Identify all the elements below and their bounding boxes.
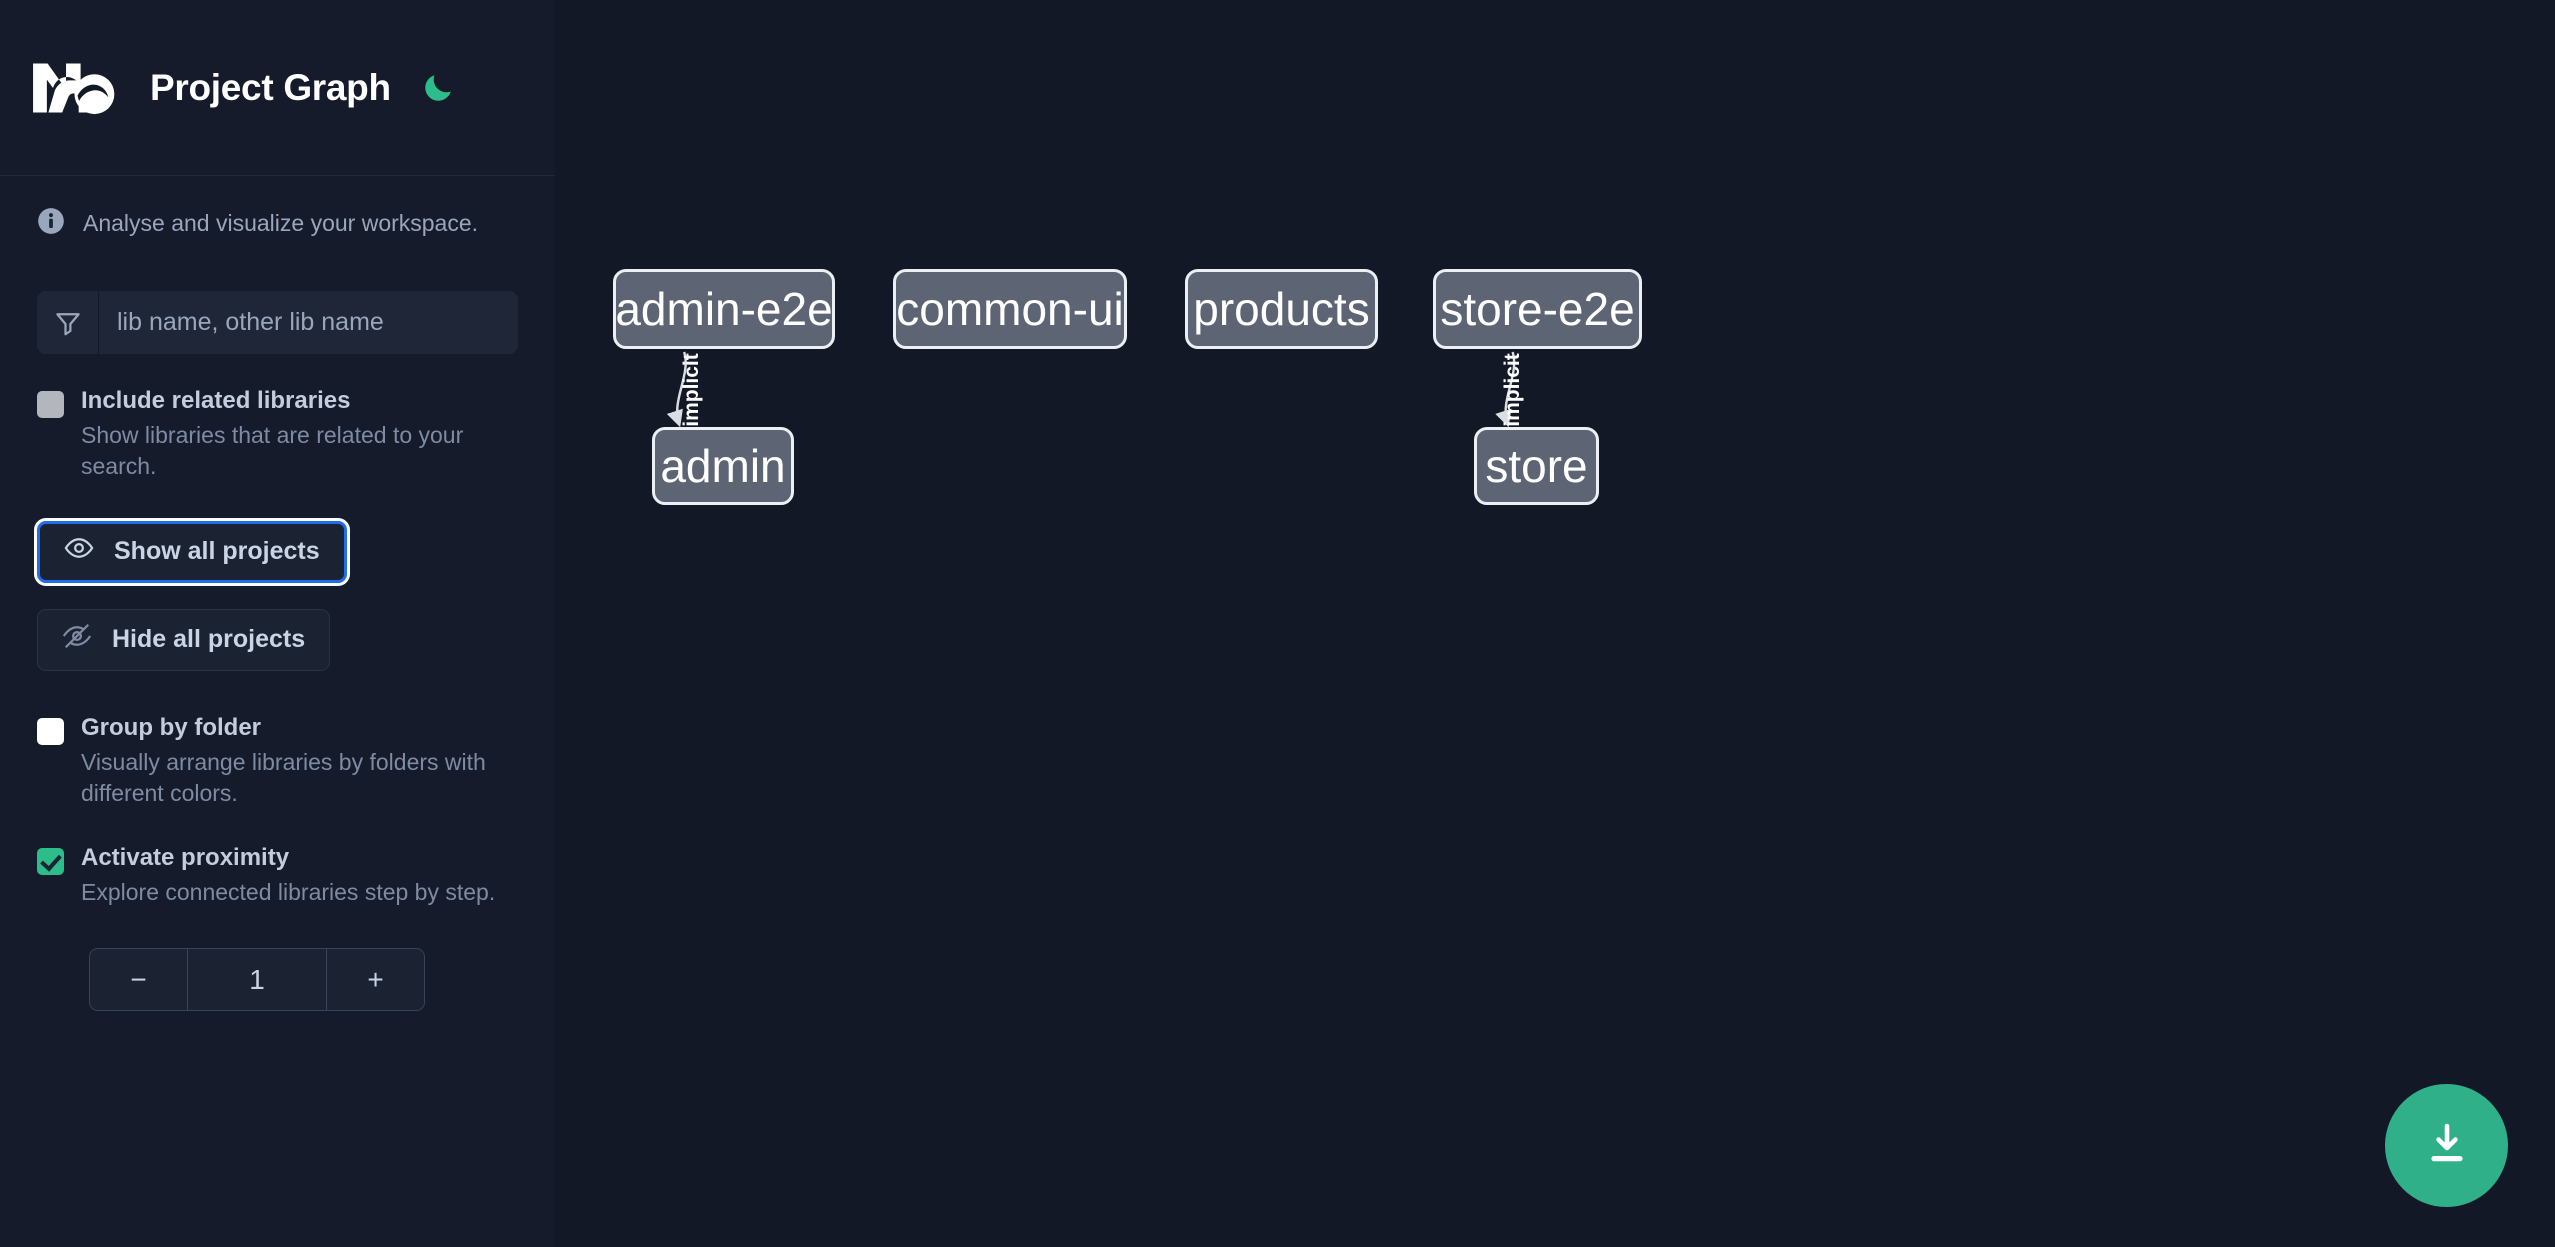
graph-node-store[interactable]: store [1474, 427, 1599, 505]
sidebar-body: Analyse and visualize your workspace. In… [0, 176, 555, 1012]
proximity-stepper[interactable]: − 1 + [89, 948, 425, 1012]
graph-canvas[interactable]: implicit implicit admin-e2e common-ui pr… [555, 0, 2555, 1247]
show-all-projects-button[interactable]: Show all projects [34, 517, 350, 586]
option-label: Group by folder [81, 713, 261, 741]
download-graph-button[interactable] [2385, 1084, 2508, 1207]
hide-all-projects-button[interactable]: Hide all projects [37, 608, 331, 671]
moon-icon[interactable] [417, 67, 459, 109]
option-label: Activate proximity [81, 844, 290, 872]
workspace-description: Analyse and visualize your workspace. [37, 176, 518, 271]
sidebar: Project Graph Analyse and visualize your… [0, 0, 555, 1247]
stepper-increment-button[interactable]: + [326, 949, 424, 1011]
eye-off-icon [62, 621, 92, 658]
option-group-by-folder[interactable]: Group by folder Visually arrange librari… [37, 713, 518, 810]
activate-proximity-checkbox[interactable] [37, 848, 64, 876]
option-description: Show libraries that are related to your … [81, 422, 464, 480]
include-related-libraries-checkbox[interactable] [37, 391, 64, 418]
sidebar-header: Project Graph [0, 0, 555, 176]
option-label: Include related libraries [81, 387, 351, 414]
option-description: Explore connected libraries step by step… [81, 879, 496, 906]
hide-all-projects-label: Hide all projects [112, 625, 306, 654]
graph-node-admin[interactable]: admin [652, 427, 794, 505]
show-all-projects-label: Show all projects [114, 537, 320, 566]
graph-node-admin-e2e[interactable]: admin-e2e [613, 269, 835, 349]
group-by-folder-checkbox[interactable] [37, 717, 64, 745]
graph-edges [666, 351, 1516, 428]
filter-search-box[interactable] [37, 291, 518, 354]
info-icon [37, 207, 65, 240]
option-activate-proximity[interactable]: Activate proximity Explore connected lib… [37, 843, 518, 908]
option-include-related-libraries[interactable]: Include related libraries Show libraries… [37, 386, 518, 483]
workspace-description-text: Analyse and visualize your workspace. [83, 210, 479, 236]
nx-logo-icon [30, 57, 122, 119]
edge-label-implicit: implicit [679, 353, 703, 427]
page-title: Project Graph [150, 66, 391, 108]
option-description: Visually arrange libraries by folders wi… [81, 748, 486, 806]
filter-funnel-icon [37, 291, 99, 354]
search-input[interactable] [99, 291, 518, 354]
graph-node-common-ui[interactable]: common-ui [893, 269, 1127, 349]
edge-label-implicit: implicit [1500, 353, 1524, 427]
stepper-decrement-button[interactable]: − [90, 949, 188, 1011]
download-icon [2423, 1120, 2471, 1171]
graph-node-store-e2e[interactable]: store-e2e [1433, 269, 1642, 349]
eye-icon [64, 533, 94, 570]
stepper-value: 1 [188, 949, 326, 1011]
graph-node-products[interactable]: products [1185, 269, 1378, 349]
